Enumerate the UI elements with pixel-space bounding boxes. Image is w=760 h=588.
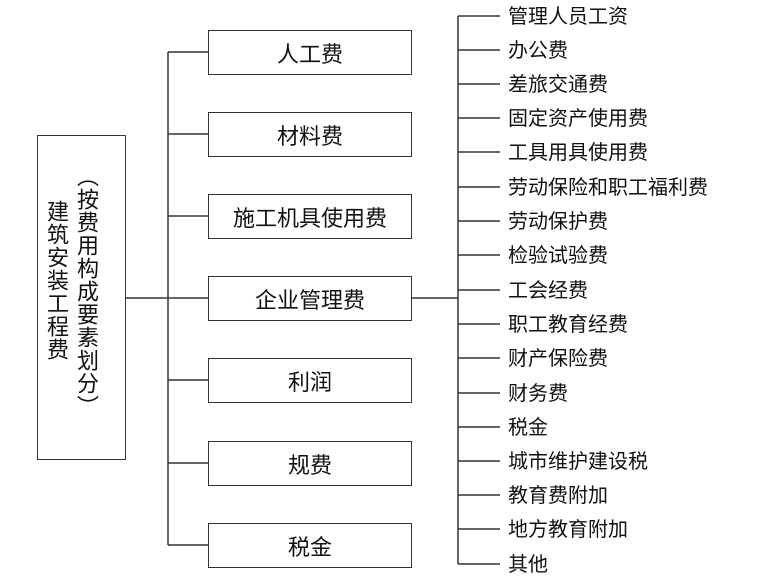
mgmt-item: 财务费 — [508, 381, 568, 405]
category-machinery-cost: 施工机具使用费 — [208, 194, 412, 239]
root-node-title: 建筑安装工程费 — [43, 200, 68, 361]
mgmt-item: 城市维护建设税 — [508, 449, 648, 473]
category-labor-cost: 人工费 — [208, 30, 412, 75]
root-node-subtitle: （按费用构成要素划分） — [73, 165, 98, 418]
mgmt-item: 劳动保护费 — [508, 209, 608, 233]
mgmt-item: 地方教育附加 — [508, 517, 628, 541]
mgmt-item: 工会经费 — [508, 278, 588, 302]
mgmt-item: 固定资产使用费 — [508, 106, 648, 130]
mgmt-item: 检验试验费 — [508, 243, 608, 267]
mgmt-item: 管理人员工资 — [508, 4, 628, 28]
mgmt-item: 教育费附加 — [508, 483, 608, 507]
category-tax: 税金 — [208, 523, 412, 568]
category-profit: 利润 — [208, 358, 412, 403]
mgmt-item: 办公费 — [508, 38, 568, 62]
mgmt-item: 财产保险费 — [508, 346, 608, 370]
mgmt-item: 其他 — [508, 552, 548, 576]
mgmt-item: 税金 — [508, 415, 548, 439]
category-statutory-fees: 规费 — [208, 441, 412, 486]
category-management-fee: 企业管理费 — [208, 276, 412, 321]
category-material-cost: 材料费 — [208, 112, 412, 157]
mgmt-item: 工具用具使用费 — [508, 140, 648, 164]
mgmt-item: 差旅交通费 — [508, 72, 608, 96]
root-node-box — [37, 135, 126, 460]
mgmt-item: 职工教育经费 — [508, 312, 628, 336]
mgmt-item: 劳动保险和职工福利费 — [508, 175, 708, 199]
